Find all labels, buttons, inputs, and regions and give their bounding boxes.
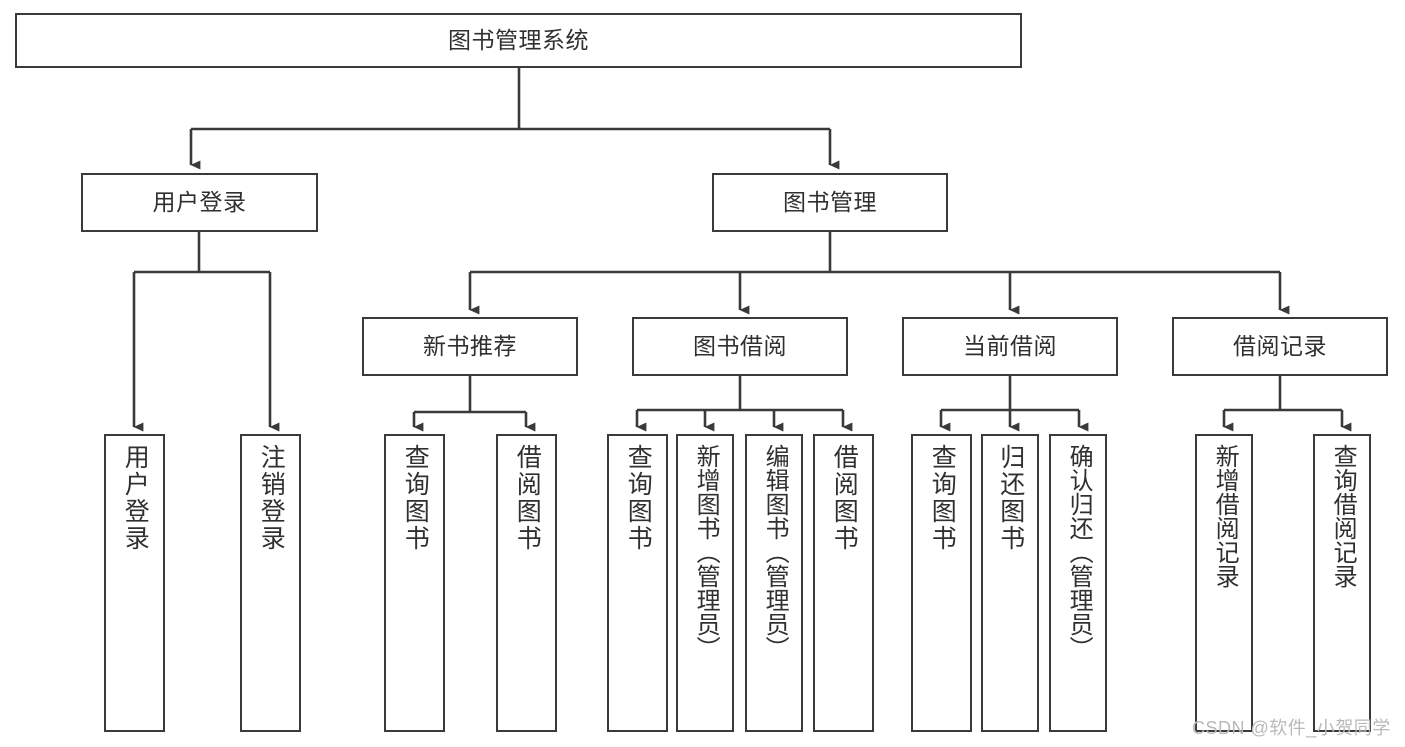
node-label: 图书借阅 <box>693 332 787 359</box>
node-borrow-record[interactable]: 借阅记录 <box>1172 317 1388 376</box>
leaf-user-login-logout[interactable]: 注销登录 <box>240 434 301 732</box>
leaf-current-borrow-confirm-return[interactable]: 确认归还（管理员） <box>1049 434 1107 732</box>
node-root-book-management-system[interactable]: 图书管理系统 <box>15 13 1022 68</box>
leaf-borrow-record-query[interactable]: 查询借阅记录 <box>1313 434 1371 732</box>
node-label: 用户登录 <box>121 444 150 552</box>
node-new-book-recommend[interactable]: 新书推荐 <box>362 317 578 376</box>
leaf-current-borrow-return[interactable]: 归还图书 <box>981 434 1039 732</box>
node-label: 查询图书 <box>401 444 430 552</box>
leaf-borrow-record-add[interactable]: 新增借阅记录 <box>1195 434 1253 732</box>
node-book-management[interactable]: 图书管理 <box>712 173 948 232</box>
node-book-borrow[interactable]: 图书借阅 <box>632 317 848 376</box>
leaf-new-book-borrow[interactable]: 借阅图书 <box>496 434 557 732</box>
node-label: 借阅记录 <box>1233 332 1327 359</box>
node-current-borrow[interactable]: 当前借阅 <box>902 317 1118 376</box>
node-label: 当前借阅 <box>963 332 1057 359</box>
node-label: 查询图书 <box>928 444 957 552</box>
node-label: 确认归还（管理员） <box>1065 444 1093 660</box>
node-label: 借阅图书 <box>830 444 859 552</box>
leaf-user-login-login[interactable]: 用户登录 <box>104 434 165 732</box>
leaf-book-borrow-borrow[interactable]: 借阅图书 <box>813 434 874 732</box>
node-label: 注销登录 <box>257 444 286 552</box>
csdn-watermark: CSDN @软件_小贺同学 <box>1192 718 1391 738</box>
node-label: 图书管理系统 <box>448 26 589 53</box>
leaf-new-book-query[interactable]: 查询图书 <box>384 434 445 732</box>
node-label: 新增借阅记录 <box>1211 444 1239 588</box>
node-label: 查询图书 <box>624 444 653 552</box>
node-label: 新增图书（管理员） <box>692 444 720 660</box>
node-label: 查询借阅记录 <box>1329 444 1357 588</box>
leaf-book-borrow-query[interactable]: 查询图书 <box>607 434 668 732</box>
node-label: 图书管理 <box>783 188 877 215</box>
node-label: 借阅图书 <box>513 444 542 552</box>
node-label: 新书推荐 <box>423 332 517 359</box>
leaf-current-borrow-query[interactable]: 查询图书 <box>911 434 972 732</box>
leaf-book-borrow-edit[interactable]: 编辑图书（管理员） <box>745 434 803 732</box>
node-label: 归还图书 <box>996 444 1025 552</box>
node-label: 用户登录 <box>152 188 247 215</box>
node-label: 编辑图书（管理员） <box>761 444 789 660</box>
node-user-login[interactable]: 用户登录 <box>81 173 318 232</box>
leaf-book-borrow-add[interactable]: 新增图书（管理员） <box>676 434 734 732</box>
